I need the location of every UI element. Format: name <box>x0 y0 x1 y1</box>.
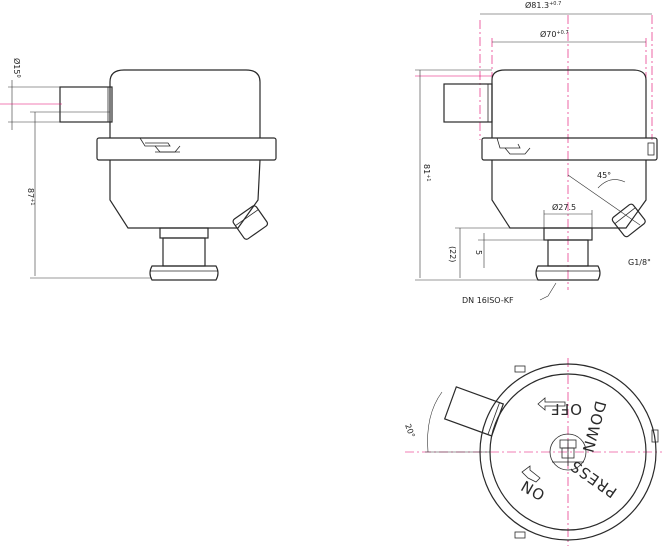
dim-left-height: 87+1 <box>26 188 35 206</box>
marking-press: PRESS <box>567 456 621 501</box>
left-angled-fitting <box>232 205 269 240</box>
marking-down: DOWN <box>578 399 609 455</box>
dim-port-diameter: Ø150 <box>12 58 22 78</box>
right-angled-fitting <box>611 203 646 238</box>
arrow-off-icon <box>537 397 566 411</box>
right-body-upper <box>491 69 647 138</box>
marking-off: OFF <box>550 400 582 418</box>
flange-callout: DN 16ISO-KF <box>462 296 514 305</box>
top-view <box>405 358 662 546</box>
left-neck <box>159 227 209 239</box>
angle-45-arc <box>597 179 626 189</box>
left-clamp-ring <box>96 137 277 161</box>
dim-total-height: 81+1 <box>422 164 431 182</box>
left-flange <box>149 265 219 281</box>
dim-height-5: 5 <box>474 250 483 255</box>
left-body-upper <box>109 69 261 138</box>
left-body-lower <box>109 159 261 229</box>
dim-angle-45: 45° <box>597 171 611 180</box>
dim-flange-diameter: Ø27.5 <box>552 202 576 212</box>
dim-body-diameter: Ø70+0.7 <box>540 29 569 39</box>
dim-height-22: (22) <box>448 246 457 262</box>
dim-outer-diameter: Ø81.3+0.7 <box>525 0 561 10</box>
marking-on: ON <box>517 476 548 504</box>
right-elevation-view <box>415 13 658 301</box>
dim-thread: G1/8" <box>628 258 651 267</box>
left-elevation-view <box>0 69 277 281</box>
angle-20-arc <box>427 391 443 453</box>
arrow-on-icon <box>521 465 541 483</box>
right-clamp-ring <box>481 137 658 161</box>
center-knob <box>549 433 587 471</box>
flange-leader <box>539 282 557 301</box>
top-side-port <box>443 386 505 437</box>
right-side-port <box>443 83 493 123</box>
dim-angle-20: 20° <box>403 423 416 439</box>
left-side-port <box>59 86 113 123</box>
